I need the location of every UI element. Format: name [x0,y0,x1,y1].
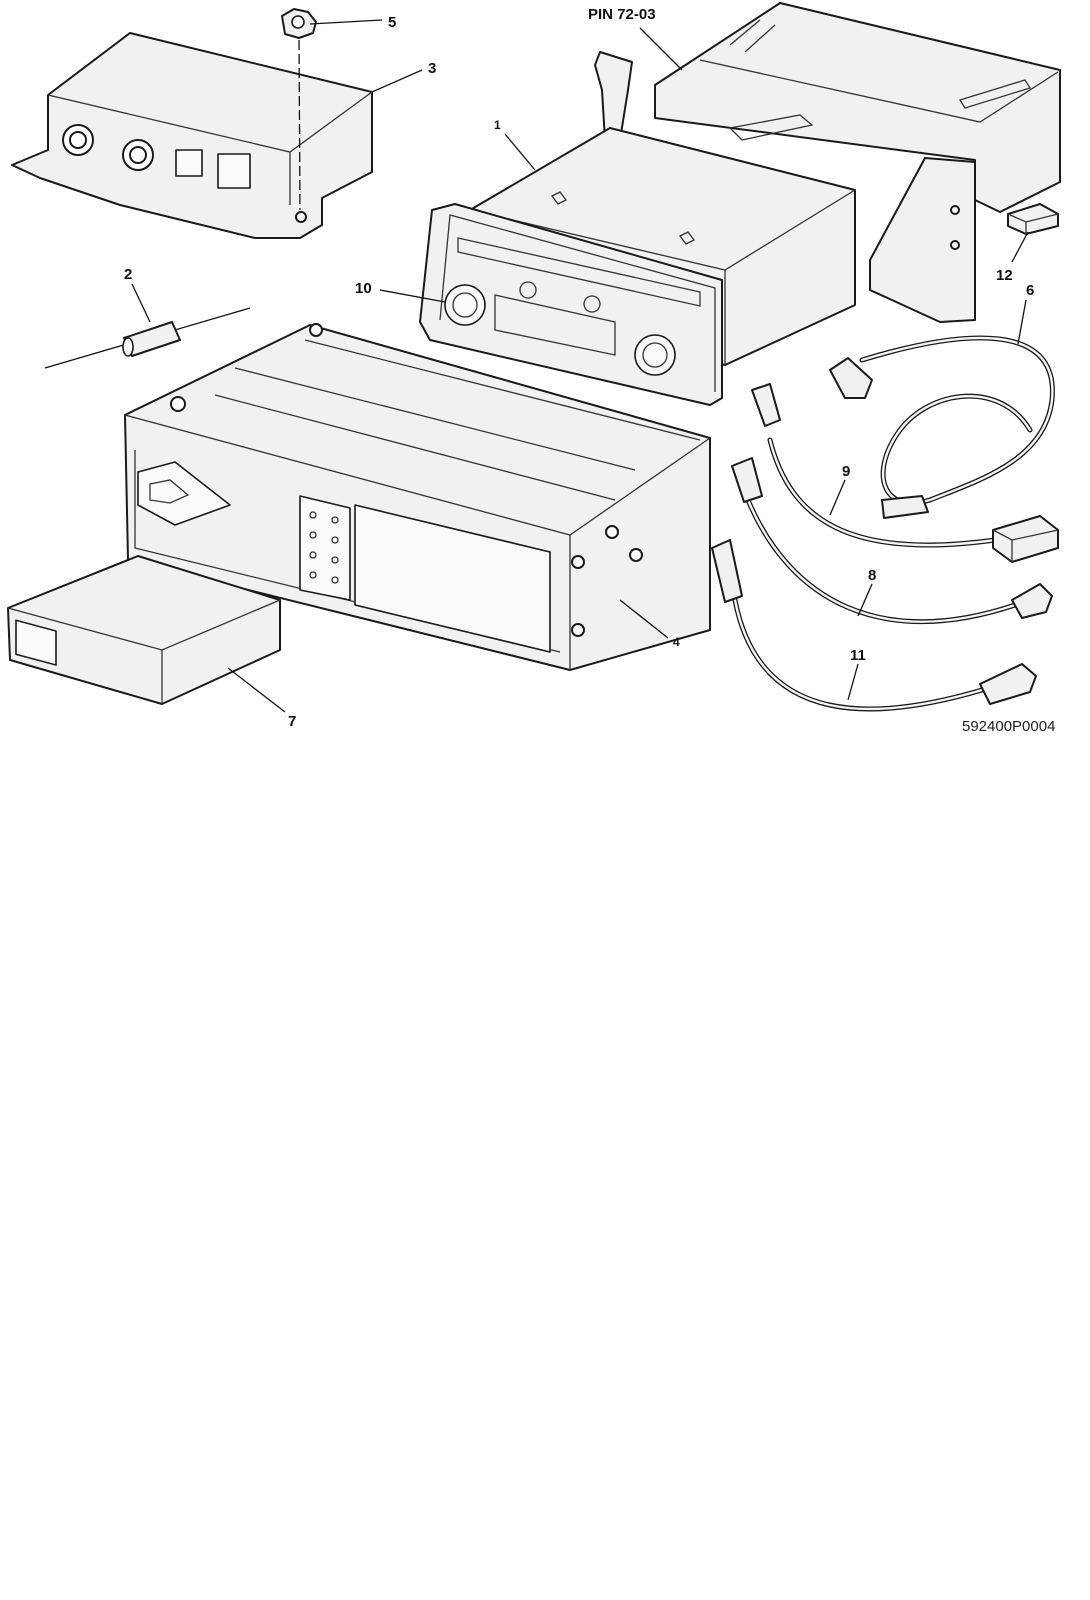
part-9-cable [751,383,1059,563]
part-11-cable [711,539,1037,712]
reference-note-label: PIN 72-03 [588,6,656,23]
callout-5: 5 [388,14,396,31]
callout-8: 8 [868,567,876,584]
callout-11: 11 [850,647,866,664]
callout-9: 9 [842,463,850,480]
callout-12: 12 [996,267,1013,284]
part-12-clip [1007,203,1059,235]
drawing-number: 592400P0004 [962,718,1055,735]
callout-4: 4 [673,635,680,649]
callout-3: 3 [428,60,436,77]
leader-lines [131,19,1029,713]
part-5-nut [281,8,317,211]
callout-7: 7 [288,713,296,730]
callout-2: 2 [124,266,132,283]
part-8-cable [731,457,1053,625]
part-7-booklet [7,555,281,705]
callout-6: 6 [1026,282,1034,299]
part-3-control-box [11,32,373,239]
callout-1: 1 [494,118,501,132]
cradle-bracket [594,2,1061,323]
part-2-fuse [44,307,251,369]
part-6-cable [829,335,1055,519]
part-4-cd-changer [124,323,711,671]
part-1-head-unit [419,127,856,406]
callout-10: 10 [355,280,372,297]
